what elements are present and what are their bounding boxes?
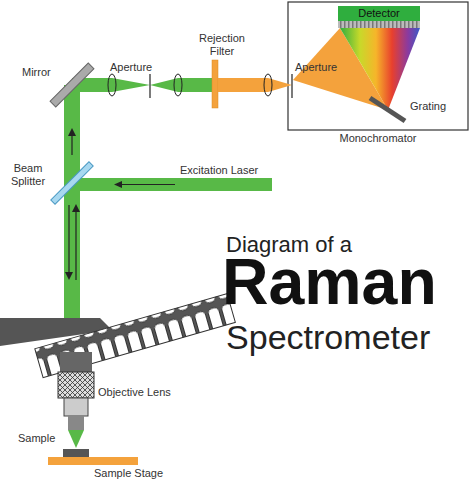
part-label: Sample [18,432,62,445]
part-label: Rejection Filter [192,32,252,57]
lens [174,74,182,96]
rejection-filter [212,60,218,108]
part-label: Objective Lens [98,386,198,399]
detector-pixels [338,21,420,28]
mirror-symbol [50,63,94,107]
green-beam [64,85,80,325]
part-label: Aperture [295,61,340,74]
part-label: Mirror [22,66,62,79]
direction-arrows [65,128,175,280]
part-label: Aperture [110,61,150,74]
node-text: Monochromator [288,132,468,145]
sample-symbol [63,449,89,457]
monochromator-housing [288,2,468,130]
objective-barrel [64,398,88,416]
objective-body [60,352,92,372]
title-line: Spectrometer [226,320,471,356]
node-text: Detector [358,7,400,19]
lens [108,74,116,96]
detector-bar: Detector [338,6,420,21]
aperture [149,74,150,98]
beam-splitter-symbol [51,162,93,204]
orange-beam [218,78,292,92]
green-beam [72,78,212,92]
part-label: Beam Splitter [4,162,52,187]
part-label: Excitation Laser [180,164,270,177]
nosepiece-ring [35,294,236,378]
objective-knurl [58,372,94,398]
part-label: Sample Stage [94,467,194,480]
objective-tip [68,416,84,430]
lens [264,74,272,96]
aperture [291,74,292,98]
sample-stage-symbol [48,457,138,465]
grating-symbol [370,98,405,121]
laser-beam [72,178,272,191]
part-label: Grating [410,100,465,113]
title-word: Raman [222,250,472,314]
spectrum [340,28,420,110]
focused-beam [68,430,84,448]
